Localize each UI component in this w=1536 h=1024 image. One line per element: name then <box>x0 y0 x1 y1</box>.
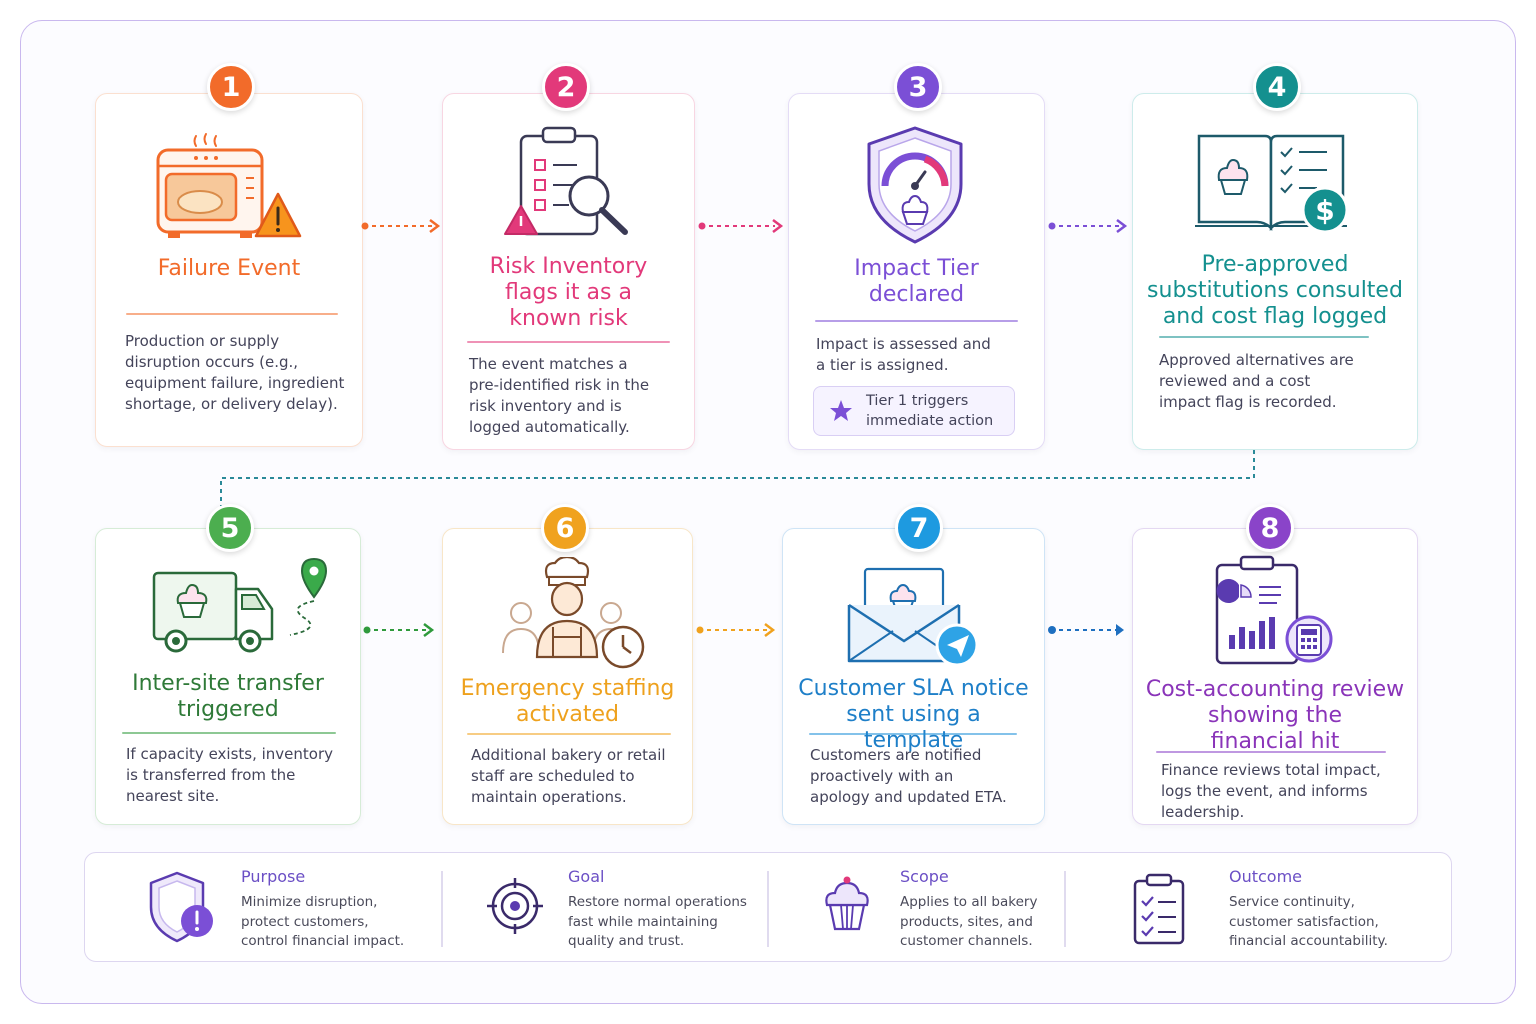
svg-text:$: $ <box>1315 194 1334 227</box>
step-description-6: Additional bakery or retail staff are sc… <box>471 746 666 806</box>
step-divider-7 <box>809 733 1017 735</box>
arrow-7-to-8 <box>1048 624 1124 636</box>
delivery-truck-icon <box>152 557 328 653</box>
step-divider-2 <box>467 341 670 343</box>
step-title-2: Risk Inventory flags it as a known risk <box>489 254 648 331</box>
summary-divider-2 <box>767 871 769 947</box>
shield-alert-icon <box>149 871 213 943</box>
arrow-6-to-7 <box>696 623 776 637</box>
step-title-5: Inter-site transfer triggered <box>132 671 324 722</box>
step-number-badge-5: 5 <box>206 504 254 552</box>
arrow-2-to-3 <box>698 219 784 233</box>
arrow-5-to-6 <box>363 623 435 637</box>
step-number-badge-7: 7 <box>895 504 943 552</box>
summary-label-purpose: Purpose <box>241 867 306 886</box>
step-divider-8 <box>1156 751 1386 753</box>
step-title-7: Customer SLA notice sent using a templat… <box>798 676 1029 753</box>
step-card-1: Failure Event Production or supply disru… <box>95 93 363 447</box>
summary-label-outcome: Outcome <box>1229 867 1303 886</box>
summary-divider-1 <box>441 871 443 947</box>
arrow-3-to-4 <box>1048 219 1128 233</box>
step-title-3: Impact Tier declared <box>854 256 979 307</box>
clipboard-search-icon <box>504 126 628 236</box>
summary-text-outcome: Service continuity, customer satisfactio… <box>1229 894 1388 949</box>
target-icon <box>487 878 543 934</box>
summary-goal: Goal Restore normal operations fast whil… <box>442 853 767 963</box>
summary-purpose: Purpose Minimize disruption, protect cus… <box>85 853 441 963</box>
step-description-8: Finance reviews total impact, logs the e… <box>1161 761 1381 821</box>
step-number-badge-3: 3 <box>894 63 942 111</box>
summary-label-goal: Goal <box>568 867 605 886</box>
step-card-8: Cost-accounting review showing the finan… <box>1132 528 1418 825</box>
step-card-2: Risk Inventory flags it as a known risk … <box>442 93 695 450</box>
email-send-icon <box>847 567 979 665</box>
checklist-icon <box>1133 873 1185 945</box>
step-title-1: Failure Event <box>157 256 301 281</box>
step-card-6: Emergency staffing activated Additional … <box>442 528 693 825</box>
summary-scope: Scope Applies to all bakery products, si… <box>768 853 1064 963</box>
step-card-5: Inter-site transfer triggered If capacit… <box>95 528 361 825</box>
arrow-1-to-2 <box>361 219 441 233</box>
summary-bar: Purpose Minimize disruption, protect cus… <box>84 852 1452 962</box>
step-description-5: If capacity exists, inventory is transfe… <box>126 745 334 805</box>
step-number-badge-2: 2 <box>542 63 590 111</box>
step-title-6: Emergency staffing activated <box>460 676 675 727</box>
step-card-3: Impact Tier declared Impact is assessed … <box>788 93 1045 450</box>
step-number-badge-8: 8 <box>1246 504 1294 552</box>
step-description-1: Production or supply disruption occurs (… <box>125 332 345 413</box>
summary-text-scope: Applies to all bakery products, sites, a… <box>900 894 1038 949</box>
step-description-2: The event matches a pre-identified risk … <box>469 355 650 436</box>
step-divider-4 <box>1159 336 1369 338</box>
summary-text-purpose: Minimize disruption, protect customers, … <box>241 894 405 949</box>
baker-staff-icon <box>502 557 645 669</box>
step-number-badge-4: 4 <box>1253 63 1301 111</box>
summary-label-scope: Scope <box>900 867 949 886</box>
summary-outcome: Outcome Service continuity, customer sat… <box>1065 853 1451 963</box>
step-description-7: Customers are notified proactively with … <box>810 746 1007 806</box>
tier-callout: Tier 1 triggers immediate action <box>813 386 1015 436</box>
step-card-7: Customer SLA notice sent using a templat… <box>782 528 1045 825</box>
step-title-8: Cost-accounting review showing the finan… <box>1145 677 1405 754</box>
step-description-3: Impact is assessed and a tier is assigne… <box>816 335 991 374</box>
step-number-badge-6: 6 <box>541 504 589 552</box>
step-title-4: Pre-approved substitutions consulted and… <box>1147 252 1403 329</box>
step-divider-5 <box>122 732 336 734</box>
step-number-badge-1: 1 <box>207 63 255 111</box>
step-divider-1 <box>126 313 338 315</box>
summary-text-goal: Restore normal operations fast while mai… <box>568 894 747 949</box>
step-divider-3 <box>815 320 1018 322</box>
shield-gauge-icon <box>867 126 963 244</box>
step-card-4: $ Pre-approved substitutions consulted a… <box>1132 93 1418 450</box>
summary-divider-3 <box>1064 871 1066 947</box>
finance-report-icon <box>1215 555 1333 665</box>
star-icon <box>830 400 852 421</box>
oven-icon <box>156 133 302 238</box>
tier-callout-text: Tier 1 triggers immediate action <box>866 393 994 429</box>
step-description-4: Approved alternatives are reviewed and a… <box>1159 351 1354 411</box>
recipe-book-dollar-icon: $ <box>1195 134 1349 234</box>
cupcake-icon <box>825 876 869 931</box>
step-divider-6 <box>467 733 671 735</box>
connector-4-to-5 <box>220 450 1255 506</box>
